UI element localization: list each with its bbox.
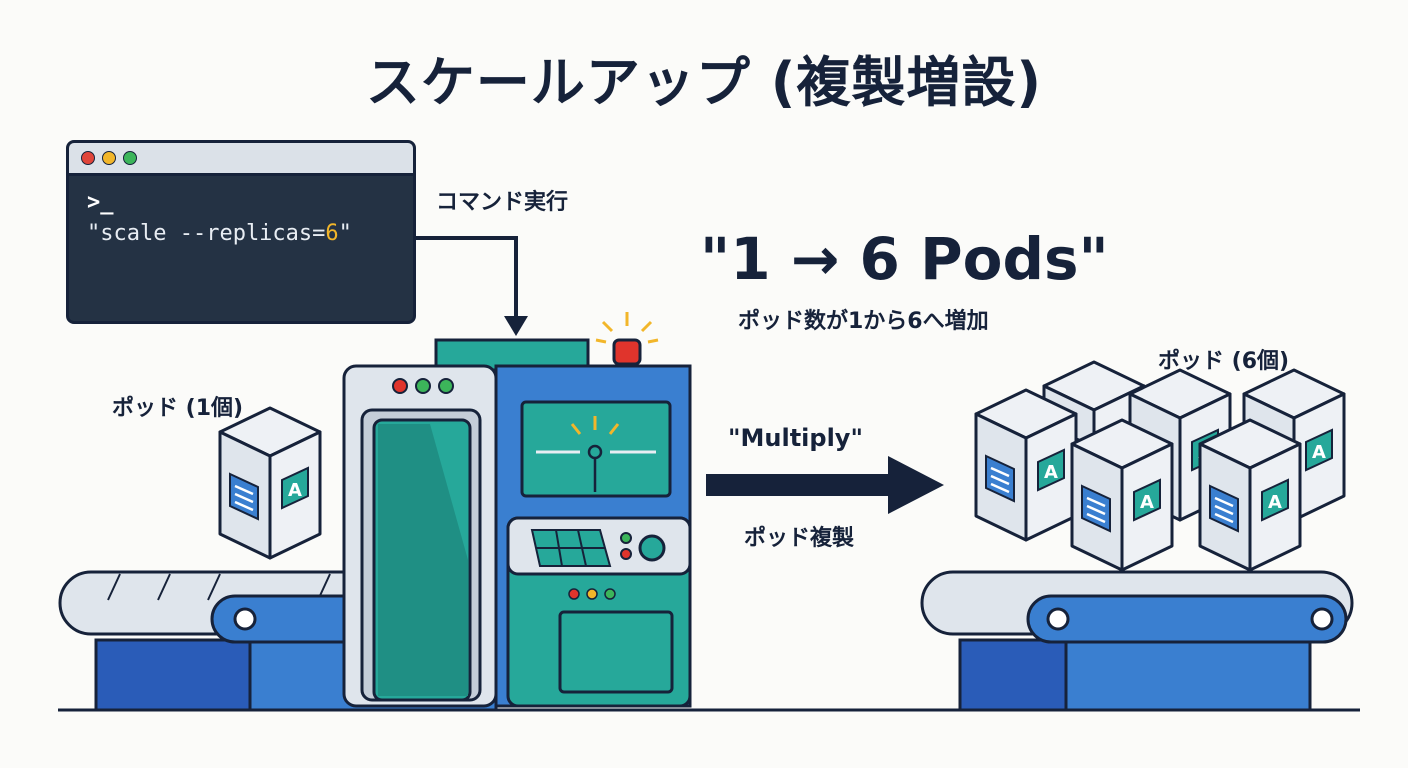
terminal-title-bar — [69, 143, 413, 176]
close-dot-icon — [81, 151, 95, 165]
pod-cube-icon — [974, 388, 1078, 542]
command-text: "scale --replicas= — [87, 221, 326, 246]
alert-light-icon — [595, 312, 659, 366]
pod-cube-icon — [1070, 418, 1174, 572]
minimize-dot-icon — [102, 151, 116, 165]
terminal-prompt: >_ — [87, 190, 114, 215]
command-close-quote: " — [338, 221, 352, 246]
command-exec-label: コマンド実行 — [436, 190, 569, 215]
maximize-dot-icon — [123, 151, 137, 165]
terminal-window: >_ "scale --replicas=6" — [66, 140, 416, 324]
pod-single-label: ポッド (1個) — [112, 396, 244, 421]
terminal-command: "scale --replicas=6" — [87, 221, 413, 246]
pod-cube-icon — [1198, 418, 1302, 572]
multiply-label: "Multiply" — [728, 424, 863, 452]
pod-replicate-label: ポッド複製 — [744, 526, 855, 551]
pods-headline-sub: ポッド数が1から6へ増加 — [738, 309, 989, 334]
right-conveyor — [920, 570, 1354, 712]
pod-cube-icon — [218, 406, 322, 560]
command-arrow — [416, 236, 528, 336]
pods-headline: "1 → 6 Pods" — [700, 225, 1109, 293]
page-title: スケールアップ (複製増設) — [365, 51, 1043, 114]
command-replica-count: 6 — [325, 221, 339, 246]
scaling-machine — [342, 312, 692, 708]
arrow-right-icon — [706, 456, 944, 514]
pod-group — [974, 360, 1346, 572]
gauge-icon — [536, 416, 656, 492]
keypad — [530, 529, 612, 567]
